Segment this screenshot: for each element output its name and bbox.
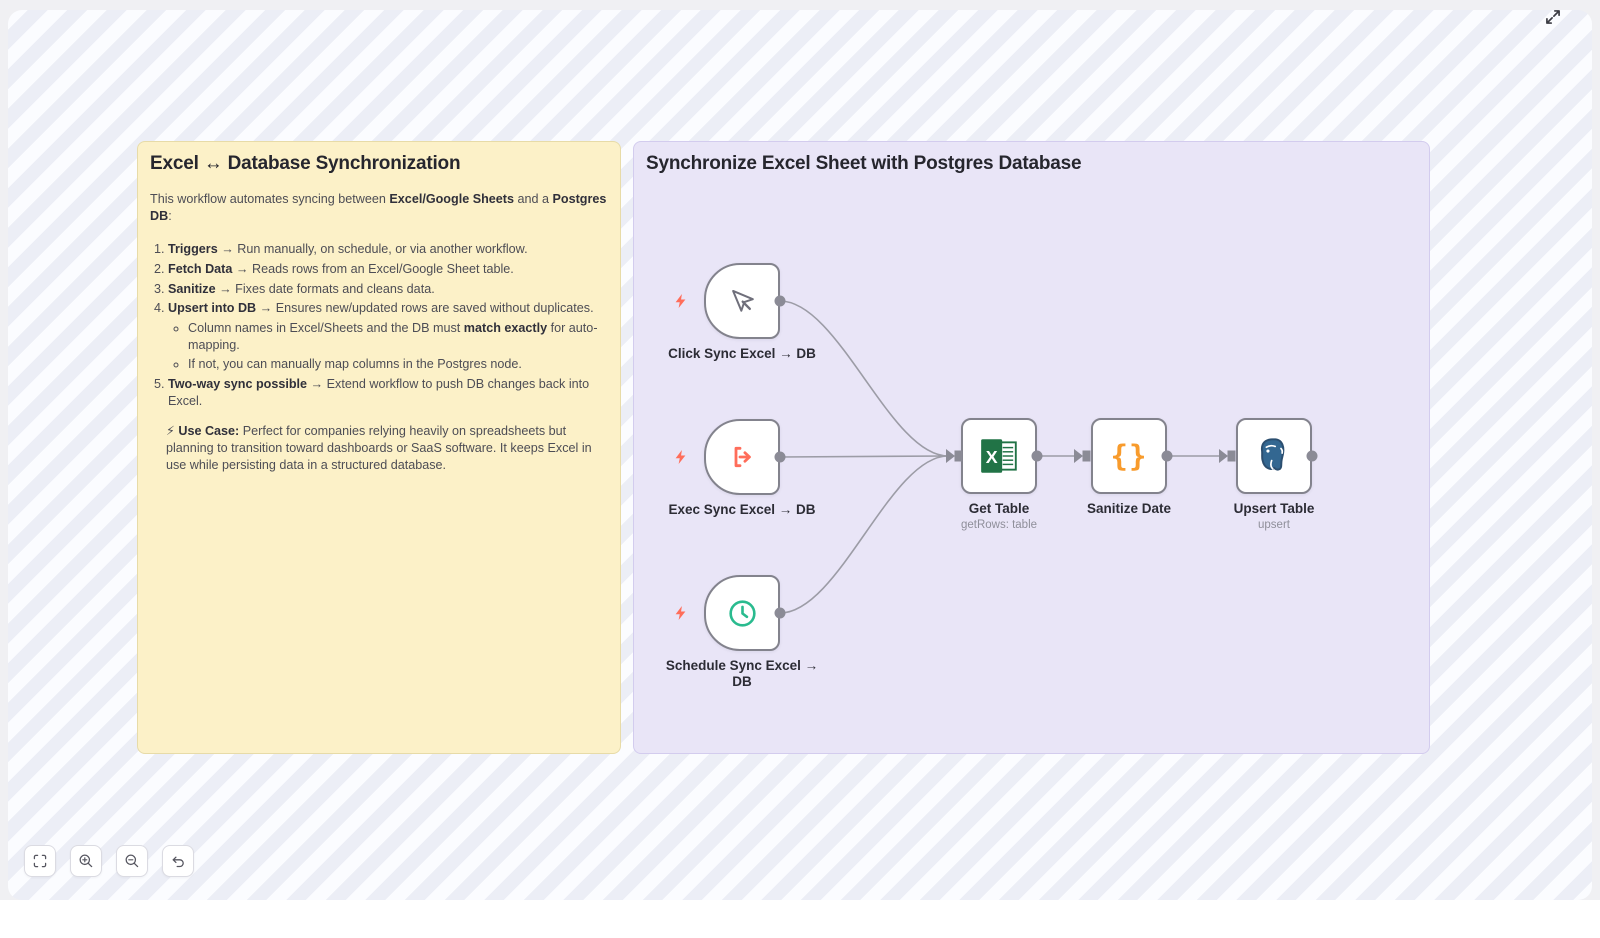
input-port — [1082, 450, 1091, 462]
node-sanitize-date[interactable]: {} Sanitize Date — [1087, 418, 1171, 516]
node-exec-sync[interactable]: Exec Sync Excel → DB — [668, 419, 816, 517]
sticky-note-yellow[interactable]: Excel ↔ Database Synchronization This wo… — [137, 141, 621, 754]
clock-icon — [728, 599, 756, 627]
sticky-note-body: This workflow automates syncing between … — [150, 191, 608, 475]
fit-view-icon — [33, 854, 47, 868]
node-label: Exec Sync Excel → DB — [668, 502, 816, 517]
node-box-exec-trigger[interactable] — [704, 419, 780, 495]
trigger-bolt-icon — [673, 449, 688, 465]
trigger-bolt-icon — [673, 293, 688, 309]
sticky-note-title: Excel ↔ Database Synchronization — [150, 153, 461, 174]
edge-click-to-gettable — [779, 300, 949, 457]
zoom-out-button[interactable] — [116, 845, 148, 877]
svg-text:X: X — [986, 447, 998, 467]
braces-icon: {} — [1110, 439, 1148, 473]
fit-view-button[interactable] — [24, 845, 56, 877]
node-click-sync[interactable]: Click Sync Excel → DB — [668, 263, 816, 361]
execute-workflow-icon — [734, 446, 751, 468]
trigger-bolt-icon — [673, 605, 688, 621]
note-list: Triggers → Run manually, on schedule, or… — [150, 241, 608, 411]
node-box-manual-trigger[interactable] — [704, 263, 780, 339]
node-subtitle: upsert — [1258, 519, 1290, 531]
note-use-case: ⚡ Use Case: Perfect for companies relyin… — [166, 423, 592, 473]
input-arrow — [946, 449, 955, 463]
undo-icon — [172, 856, 184, 868]
expand-icon — [1546, 10, 1560, 24]
sticky-note-purple[interactable]: Synchronize Excel Sheet with Postgres Da… — [633, 141, 1430, 754]
note-sublist-item: If not, you can manually map columns in … — [188, 356, 608, 373]
reset-zoom-button[interactable] — [162, 845, 194, 877]
note-list-item: Two-way sync possible → Extend workflow … — [168, 376, 608, 411]
node-box-postgres[interactable] — [1236, 418, 1312, 494]
note-list-item: Triggers → Run manually, on schedule, or… — [168, 241, 608, 258]
workflow-canvas[interactable]: Excel ↔ Database Synchronization This wo… — [8, 10, 1592, 900]
node-box-excel[interactable]: X — [961, 418, 1037, 494]
postgres-icon — [1260, 438, 1285, 471]
canvas-toolbar — [24, 845, 194, 877]
excel-icon: X — [981, 439, 1017, 473]
sticky-note-title: Synchronize Excel Sheet with Postgres Da… — [646, 153, 1082, 174]
note-sublist: Column names in Excel/Sheets and the DB … — [168, 320, 608, 374]
zoom-in-button[interactable] — [70, 845, 102, 877]
note-list-item: Upsert into DB → Ensures new/updated row… — [168, 300, 608, 373]
mouse-pointer-icon — [732, 289, 754, 312]
zoom-in-icon — [79, 854, 93, 868]
node-label: Get Table — [968, 501, 1030, 516]
note-intro: This workflow automates syncing between … — [150, 192, 607, 224]
node-box-set[interactable]: {} — [1091, 418, 1167, 494]
zoom-out-icon — [125, 854, 139, 868]
edge-exec-to-gettable — [779, 455, 949, 458]
node-get-table[interactable]: X Get Table getRows: table — [961, 418, 1037, 531]
node-label: Upsert Table — [1233, 501, 1315, 516]
node-schedule-sync[interactable]: Schedule Sync Excel → DB — [666, 575, 818, 689]
note-list-item: Fetch Data → Reads rows from an Excel/Go… — [168, 261, 608, 278]
input-arrow — [1074, 449, 1083, 463]
node-box-schedule-trigger[interactable] — [704, 575, 780, 651]
expand-button[interactable] — [1544, 8, 1564, 28]
node-label: Sanitize Date — [1086, 501, 1172, 516]
note-list-item: Sanitize → Fixes date formats and cleans… — [168, 281, 608, 298]
note-sublist-item: Column names in Excel/Sheets and the DB … — [188, 320, 608, 355]
node-subtitle: getRows: table — [960, 519, 1038, 531]
input-port — [1227, 450, 1236, 462]
edge-schedule-to-gettable — [779, 455, 949, 614]
input-arrow — [1219, 449, 1228, 463]
node-label: Click Sync Excel → DB — [668, 346, 816, 361]
node-label: Schedule Sync Excel → DB — [665, 658, 819, 690]
node-upsert-table[interactable]: Upsert Table upsert — [1234, 418, 1314, 531]
